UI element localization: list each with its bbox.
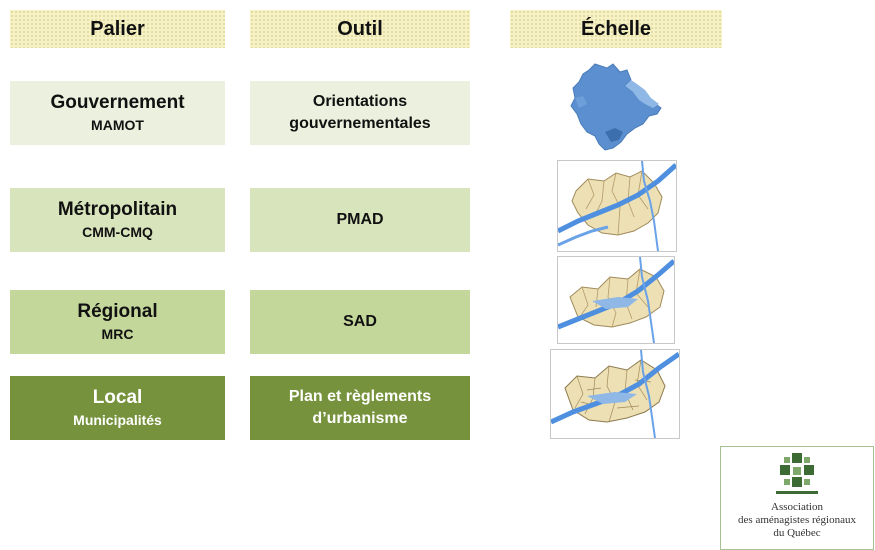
palier-subtitle: Municipalités (73, 412, 162, 428)
outil-line: SAD (343, 313, 377, 330)
outil-line: d’urbanisme (312, 410, 408, 427)
palier-subtitle: MAMOT (91, 117, 144, 133)
palier-local: Local Municipalités (10, 376, 225, 440)
palier-title: Métropolitain (57, 199, 178, 220)
palier-gouvernement: Gouvernement MAMOT (10, 81, 225, 145)
metropolitan-area-map (556, 160, 678, 252)
palier-title: Régional (77, 301, 158, 322)
palier-regional: Régional MRC (10, 290, 225, 354)
outil-sad: SAD (250, 290, 470, 354)
regional-mrc-map (557, 256, 676, 344)
outil-orientations: Orientations gouvernementales (250, 81, 470, 145)
palier-subtitle: MRC (101, 326, 134, 342)
header-palier: Palier (10, 10, 225, 48)
logo-text-line: Association (771, 501, 823, 513)
outil-pmad: PMAD (250, 188, 470, 252)
outil-line: PMAD (336, 211, 384, 228)
logo-text-line: du Québec (773, 527, 821, 539)
outil-line: Plan et règlements (288, 388, 432, 405)
palier-title: Local (92, 387, 143, 408)
palier-metropolitain: Métropolitain CMM-CMQ (10, 188, 225, 252)
header-echelle: Échelle (510, 10, 722, 48)
aarq-logo-icon (721, 447, 873, 501)
outil-line: gouvernementales (289, 115, 431, 132)
logo-text-line: des aménagistes régionaux (738, 514, 856, 526)
palier-title: Gouvernement (50, 92, 185, 113)
quebec-province-map (565, 62, 665, 154)
outil-line: Orientations (312, 93, 408, 110)
header-outil: Outil (250, 10, 470, 48)
local-municipalities-map (549, 349, 681, 439)
outil-plan-reglements: Plan et règlements d’urbanisme (250, 376, 470, 440)
palier-subtitle: CMM-CMQ (82, 224, 153, 240)
aarq-logo: Association des aménagistes régionaux du… (720, 446, 874, 550)
